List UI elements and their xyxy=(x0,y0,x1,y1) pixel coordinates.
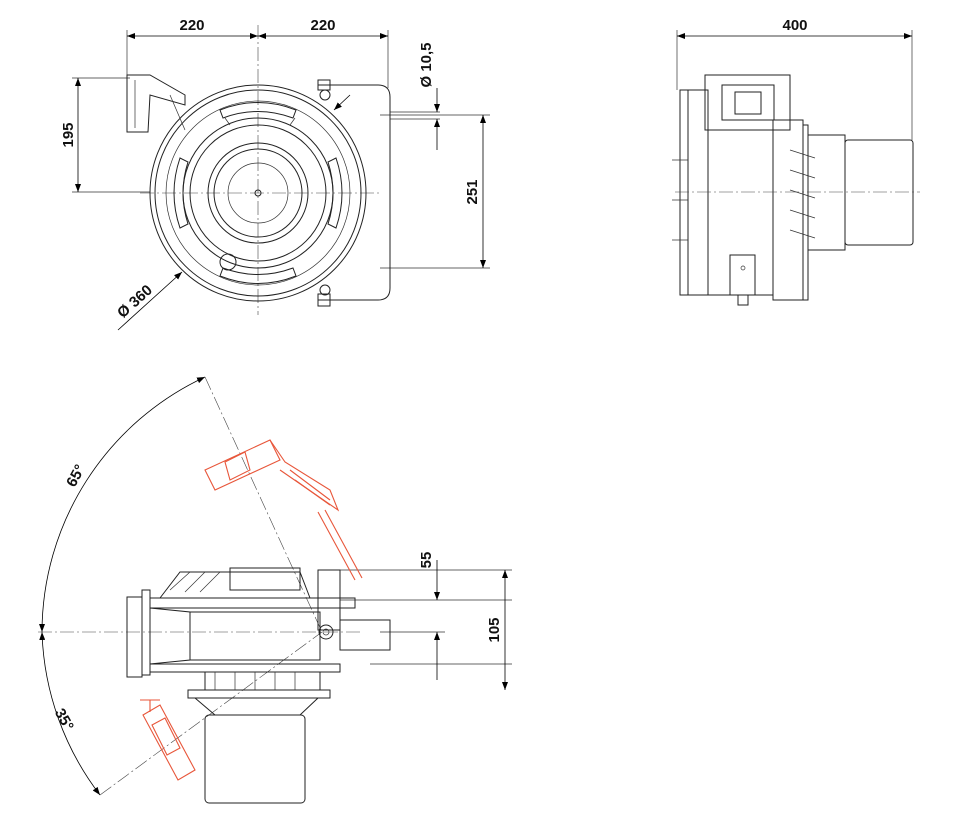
dim-bracket-height-label: 195 xyxy=(60,122,77,147)
angle-up-label: 65° xyxy=(63,462,89,490)
dim-hole-diameter-label: Ø 10,5 xyxy=(418,42,435,87)
front-view: 220 220 195 251 Ø 10,5 Ø 360 xyxy=(60,17,490,331)
dim-right-width-label: 220 xyxy=(310,17,335,34)
angle-down-label: 35° xyxy=(51,706,77,734)
side-view: 400 xyxy=(672,17,920,306)
dim-height-label: 105 xyxy=(486,617,503,642)
dim-depth-label: 400 xyxy=(782,17,807,34)
angle-arc-up xyxy=(39,376,206,633)
angle-arc-down xyxy=(39,631,101,796)
dim-offset-label: 55 xyxy=(418,552,435,569)
dim-left-width-label: 220 xyxy=(179,17,204,34)
swivel-bracket-down xyxy=(140,699,196,781)
swivel-bracket-up xyxy=(204,439,363,581)
dim-hole-spacing-label: 251 xyxy=(464,179,481,204)
swivel-view: 65° 35° 55 105 xyxy=(38,376,512,804)
